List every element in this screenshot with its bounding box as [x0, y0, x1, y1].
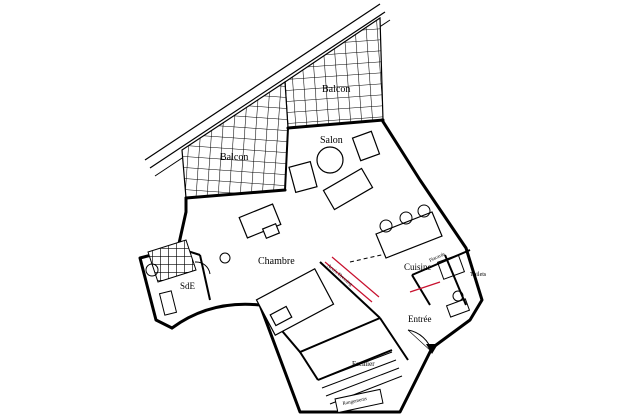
label-balcony-right: Balcon: [322, 84, 350, 95]
label-bedroom: Chambre: [258, 256, 295, 267]
label-bathroom: SdE: [180, 281, 196, 291]
living-furniture: [238, 130, 381, 240]
bathroom-shower: [158, 290, 178, 316]
label-kitchen: Cuisine: [404, 262, 432, 272]
label-stairs: Escalier: [352, 360, 375, 368]
label-entrance: Entrée: [408, 314, 431, 324]
burner-2: [399, 211, 413, 225]
label-balcony-left: Balcon: [220, 152, 248, 163]
kitchen-counter: [375, 204, 471, 318]
label-toilets: Toilets: [470, 272, 487, 278]
label-living: Salon: [320, 135, 343, 146]
bed: [255, 268, 335, 336]
apartment-walls: [138, 118, 484, 414]
storage-box: [334, 388, 384, 414]
entrance-arrow: [426, 344, 438, 354]
label-storage: Rangements: [342, 397, 367, 407]
bedroom-lamp: [219, 252, 231, 264]
bathroom-sink: [145, 263, 159, 277]
wardrobe-red-band: [324, 256, 441, 303]
label-wardrobe: Accès Dressing: [326, 264, 354, 288]
balcony-left-area: [181, 80, 289, 199]
label-cupboard: Placards: [429, 252, 447, 264]
burner-1: [379, 219, 393, 233]
bathroom-tiles: [147, 239, 197, 283]
interior-walls: [177, 247, 471, 381]
burner-3: [417, 204, 431, 218]
